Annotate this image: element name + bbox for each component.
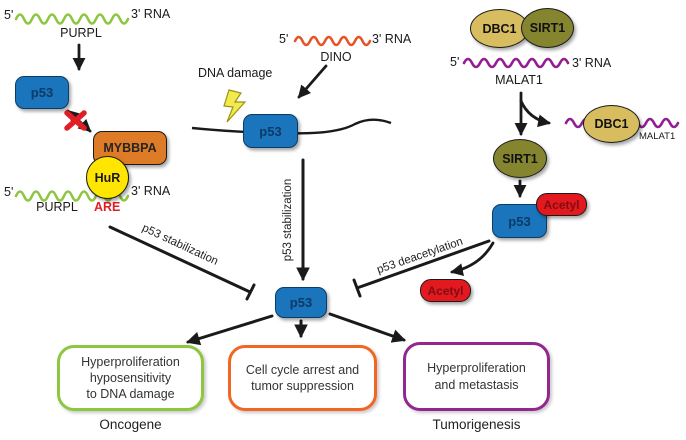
released-malat1-label: MALAT1 xyxy=(639,131,676,142)
p53-label: p53 xyxy=(259,123,282,139)
acetyl-label: Acetyl xyxy=(543,197,580,212)
outcome-box-suppression: Cell cycle arrest and tumor suppression xyxy=(228,345,377,411)
purpl-top-5prime-label: 5' xyxy=(4,8,14,22)
malat1-5prime-label: 5' xyxy=(450,55,460,69)
dbc1-label: DBC1 xyxy=(482,21,517,36)
p53-label: p53 xyxy=(30,85,54,100)
dino-rna-wave xyxy=(293,35,372,47)
dino-stabilization-edge-label: p53 stabilization xyxy=(282,178,294,262)
outcome-line: and metastasis xyxy=(434,377,519,392)
dino-to-p53-arrow xyxy=(297,64,328,99)
acetyl-tag-on-p53: Acetyl xyxy=(536,193,587,216)
outcome-line: Hyperproliferation xyxy=(427,361,526,376)
purpl-top-3prime-label: 3' RNA xyxy=(131,7,171,21)
malat1-3prime-label: 3' RNA xyxy=(572,56,612,70)
purpl-stabilization-tbar xyxy=(245,283,256,301)
outcome-line: tumor suppression xyxy=(251,379,354,393)
purpl-stabilization-edge xyxy=(108,225,252,294)
purpl-bottom-5prime-label: 5' xyxy=(4,185,14,199)
acetyl-label: Acetyl xyxy=(427,283,464,298)
malat1-rna-wave xyxy=(462,57,570,69)
are-label: ARE xyxy=(94,200,121,214)
malat1-name-label: MALAT1 xyxy=(495,73,543,87)
outcome-box-oncogene: Hyperproliferation hyposensitivity to DN… xyxy=(57,345,204,411)
outcome-line: Cell cycle arrest and xyxy=(245,362,360,377)
outcome-line: Hyperproliferation xyxy=(81,354,180,369)
purpl-bottom-3prime-label: 3' RNA xyxy=(131,184,171,198)
dna-damage-bolt-icon xyxy=(223,89,247,123)
oncogene-caption: Oncogene xyxy=(99,417,162,432)
blocked-cross-icon xyxy=(64,110,87,131)
deacetylation-tbar xyxy=(352,278,362,298)
p53-label: p53 xyxy=(508,213,531,229)
dino-3prime-label: 3' RNA xyxy=(372,32,412,46)
purpl-top-name-label: PURPL xyxy=(60,26,102,40)
sirt1-label: SIRT1 xyxy=(502,151,538,166)
sirt1-label: SIRT1 xyxy=(529,21,566,35)
dbc1-node: DBC1 xyxy=(470,9,529,48)
p53-label: p53 xyxy=(289,295,313,310)
dino-5prime-label: 5' xyxy=(279,32,289,46)
purpl-bottom-rna-wave xyxy=(14,190,130,202)
mybbpa-label: MYBBPA xyxy=(103,141,157,155)
acetyl-removed-tag: Acetyl xyxy=(420,279,471,302)
purpl-bottom-name-label: PURPL xyxy=(36,200,78,214)
dna-damage-label: DNA damage xyxy=(198,66,273,80)
malat1-to-dbc1-branch-arrow xyxy=(519,99,551,128)
purpl-top-rna-wave xyxy=(14,13,130,25)
hur-node: HuR xyxy=(86,156,129,199)
sirt1-node: SIRT1 xyxy=(521,8,574,48)
released-dbc1-node: DBC1 xyxy=(583,105,640,143)
dino-name-label: DINO xyxy=(320,50,352,64)
p53-node-dino: p53 xyxy=(243,114,298,148)
outcome-line: to DNA damage xyxy=(86,387,175,402)
p53-node-purpl: p53 xyxy=(15,76,69,109)
dbc1-label: DBC1 xyxy=(594,117,629,131)
p53-node-central: p53 xyxy=(275,287,327,318)
outcome-line: hyposensitivity xyxy=(89,370,172,385)
mybbpa-node: MYBBPA xyxy=(93,131,167,165)
tumorigenesis-caption: Tumorigenesis xyxy=(432,417,521,432)
dna-strand xyxy=(191,118,392,135)
acetyl-removal-arrow xyxy=(450,241,495,276)
free-sirt1-node: SIRT1 xyxy=(493,139,547,178)
p53-to-oncogene-arrow xyxy=(186,314,274,346)
hur-label: HuR xyxy=(94,170,121,185)
outcome-box-tumorigenesis: Hyperproliferation and metastasis xyxy=(403,342,550,411)
deacetylation-edge xyxy=(355,239,491,290)
p53-to-tumorigenesis-arrow xyxy=(328,312,406,343)
